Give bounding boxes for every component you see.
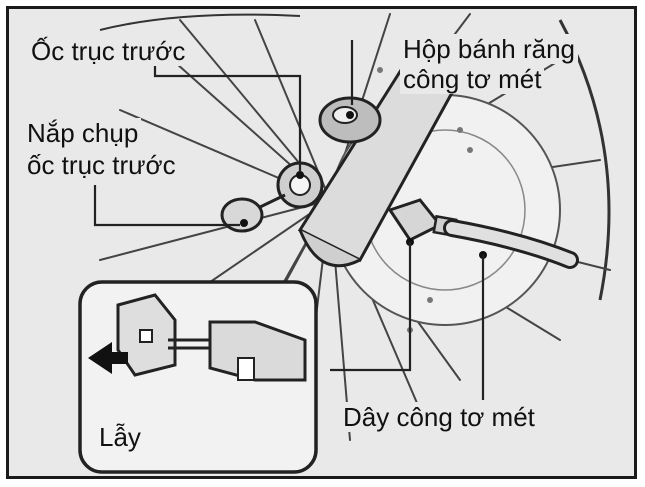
- speedometer-gearbox: [320, 98, 380, 142]
- gearbox-label-line2: công tơ mét: [400, 64, 544, 94]
- cap-label-line2: ốc trục trước: [24, 150, 179, 180]
- gearbox-label-line1: Hộp bánh răng: [400, 34, 578, 64]
- axle-nut-label: Ốc trục trước: [28, 36, 188, 66]
- tab-label: Lẫy: [96, 422, 144, 452]
- cap-label-line1: Nắp chụp: [24, 118, 141, 148]
- cable-label: Dây công tơ mét: [340, 402, 538, 432]
